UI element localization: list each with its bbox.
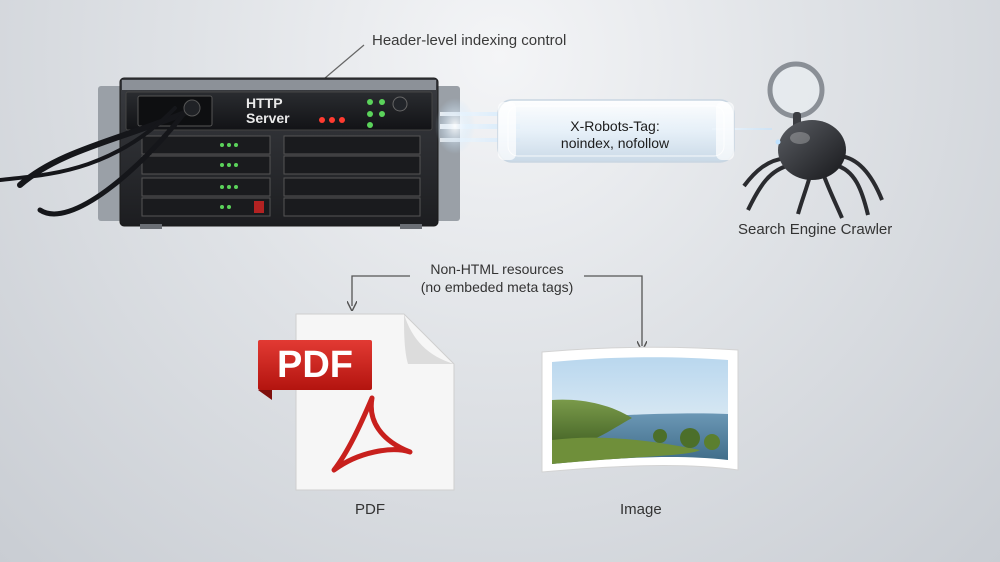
crawler-label: Search Engine Crawler [738, 221, 892, 238]
pdf-label: PDF [355, 501, 385, 518]
x-robots-tag-line2: noindex, nofollow [540, 135, 690, 152]
server-title-line2: Server [246, 111, 296, 126]
non-html-annotation: Non-HTML resources (no embeded meta tags… [0, 260, 1000, 296]
pdf-badge-text: PDF [258, 343, 372, 387]
non-html-line1: Non-HTML resources [347, 260, 647, 278]
landscape-photo-icon [542, 347, 738, 472]
header-control-annotation: Header-level indexing control [372, 32, 566, 49]
non-html-line2: (no embeded meta tags) [347, 278, 647, 296]
pdf-document-icon [258, 314, 454, 490]
x-robots-tag-line1: X-Robots-Tag: [540, 118, 690, 135]
server-title: HTTP Server [246, 96, 296, 126]
crawler-spider-icon [744, 64, 882, 218]
image-label: Image [620, 501, 662, 518]
server-title-line1: HTTP [246, 96, 296, 111]
x-robots-tag-text: X-Robots-Tag: noindex, nofollow [540, 118, 690, 152]
